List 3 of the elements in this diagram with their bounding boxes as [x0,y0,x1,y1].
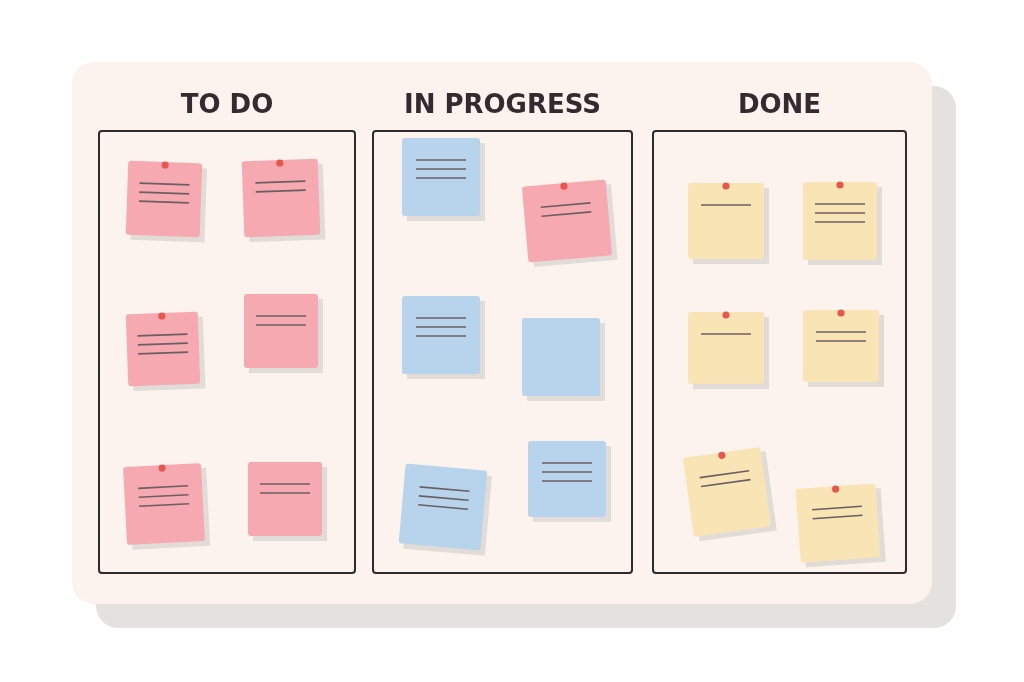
column-heading: DONE [736,88,823,121]
column-heading: TO DO [179,88,275,121]
column-heading: IN PROGRESS [402,88,603,121]
